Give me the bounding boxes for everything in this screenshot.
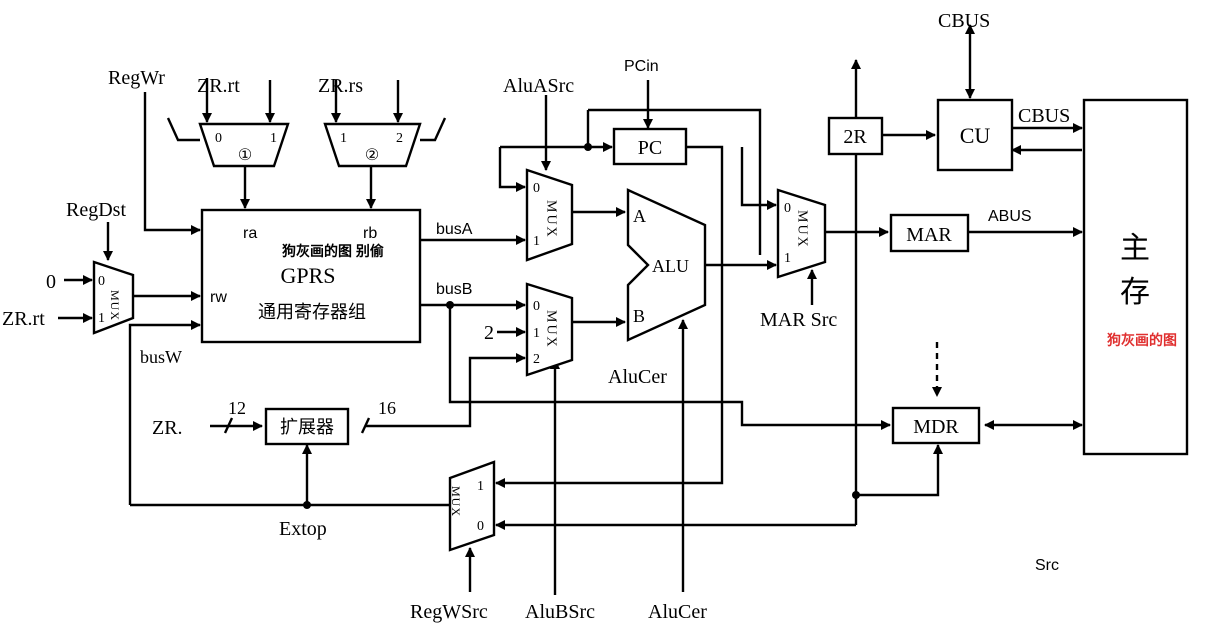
mux-regdst-input-1: 1 (98, 311, 105, 326)
mux-b-input-0: 0 (533, 299, 540, 314)
regwsrc-label: RegWSrc (410, 601, 488, 623)
regdst-label: RegDst (66, 199, 126, 221)
mux-regdst-input-0: 0 (98, 274, 105, 289)
control-unit: CU (936, 98, 1014, 172)
zr-rs-top-label: ZR.rs (318, 75, 363, 97)
mux-mar-input-1: 1 (784, 251, 791, 266)
busb-label: busB (436, 281, 472, 298)
signal-labels: RegWr ZR.rt ZR.rs RegDst 0 ZR.rt busW bu… (2, 10, 1070, 623)
alu-input-b: B (633, 306, 645, 326)
mar-label: MAR (906, 224, 952, 246)
decoder-2-input-1: 1 (340, 131, 347, 146)
aluasrc-label: AluASrc (503, 75, 574, 97)
alubsrc-label: AluBSrc (525, 601, 595, 623)
mux-b: 0 1 2 MUX (525, 282, 574, 377)
mux-mar: 0 1 MUX (776, 188, 827, 279)
gprs-subtitle: 通用寄存器组 (258, 302, 366, 322)
mar-register: MAR (889, 213, 970, 253)
decoder-1-mark: ① (238, 147, 252, 164)
gprs-register-file: ra rb rw GPRS 通用寄存器组 狗灰画的图 别偷 (200, 208, 422, 344)
alu: A B ALU (626, 188, 707, 342)
alucer-bottom-label: AluCer (648, 601, 707, 623)
gprs-rw-label: rw (210, 289, 227, 306)
zr-rt-left-label: ZR.rt (2, 308, 45, 330)
abus-label: ABUS (988, 208, 1032, 225)
register-2r: 2R (827, 116, 884, 156)
zero-input-label: 0 (46, 271, 56, 293)
busw-label: busW (140, 347, 182, 367)
gprs-ra-label: ra (243, 225, 257, 242)
mux-a-input-1: 1 (533, 234, 540, 249)
mux-a-input-0: 0 (533, 181, 540, 196)
mux-w: MUX 1 0 (448, 460, 496, 552)
decoder-2-input-2: 2 (396, 131, 403, 146)
alucer-mid-label: AluCer (608, 366, 667, 388)
mux-a: 0 1 MUX (525, 168, 574, 262)
main-memory-label-1: 主 (1120, 232, 1150, 265)
cbus-right-label: CBUS (1018, 105, 1070, 127)
mux-b-label: MUX (544, 310, 559, 349)
mux-mar-input-0: 0 (784, 201, 791, 216)
decoder-1-input-0: 0 (215, 131, 222, 146)
watermark-text-2: 狗灰画的图 (1107, 332, 1177, 348)
gprs-rb-label: rb (363, 225, 377, 242)
extender-label: 扩展器 (280, 417, 334, 437)
mux-b-input-2: 2 (533, 352, 540, 367)
mdr-register: MDR (891, 406, 981, 445)
pc-label: PC (638, 137, 662, 159)
pc-register: PC (612, 127, 688, 166)
cbus-top-label: CBUS (938, 10, 990, 32)
mux-a-label: MUX (544, 200, 559, 239)
busa-label: busA (436, 221, 473, 238)
alu-input-a: A (633, 206, 646, 226)
extop-label: Extop (279, 518, 327, 540)
junction-dots (303, 143, 860, 509)
register-2r-label: 2R (843, 126, 867, 148)
watermark-text-1: 狗灰画的图 别偷 (282, 243, 384, 259)
marsrc-label: MAR Src (760, 309, 837, 331)
mux-w-input-1: 1 (477, 479, 484, 494)
regwr-label: RegWr (108, 67, 165, 89)
zr-label: ZR. (152, 417, 183, 439)
width-12-label: 12 (228, 398, 246, 418)
control-unit-label: CU (960, 123, 991, 148)
decoder-1-input-1: 1 (270, 131, 277, 146)
mux-w-label: MUX (449, 486, 463, 517)
mux-regdst-label: MUX (108, 290, 122, 321)
decoder-2: 1 2 ② (323, 122, 422, 168)
two-input-label: 2 (484, 322, 494, 344)
zr-rt-top-label: ZR.rt (197, 75, 240, 97)
decoder-2-mark: ② (365, 147, 379, 164)
alu-label: ALU (652, 256, 689, 276)
mux-regdst: 0 1 MUX (92, 260, 135, 335)
pcin-label: PCin (624, 58, 659, 75)
mdr-label: MDR (913, 416, 959, 438)
mux-w-input-0: 0 (477, 519, 484, 534)
mux-mar-label: MUX (795, 210, 810, 249)
decoder-1: 0 1 ① (198, 122, 290, 168)
width-16-label: 16 (378, 398, 396, 418)
mux-b-input-1: 1 (533, 326, 540, 341)
extender: 扩展器 (264, 407, 350, 446)
src-label: Src (1035, 557, 1059, 574)
main-memory-label-2: 存 (1120, 276, 1150, 309)
gprs-title: GPRS (280, 263, 335, 288)
main-memory: 主 存 狗灰画的图 (1082, 98, 1189, 456)
